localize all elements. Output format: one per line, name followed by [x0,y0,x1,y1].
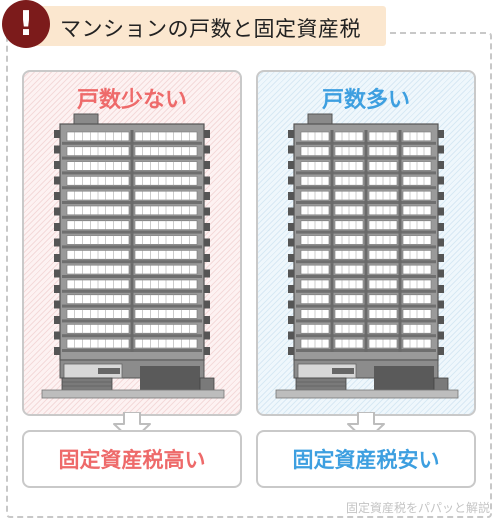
building-few-units-illustration [41,113,225,399]
few-units-panel: 戸数少ない [22,70,242,416]
many-units-heading: 戸数多い [321,88,410,113]
title-bar: ! マンションの戸数と固定資産税 [0,0,390,50]
footer-credit: 固定資産税をパパッと解説 [345,501,490,515]
result-tax-high: 固定資産税高い [22,430,242,488]
title-background [30,6,386,46]
result-tax-low: 固定資産税安い [256,430,476,488]
exclamation-icon: ! [2,0,50,48]
few-units-heading: 戸数少ない [76,88,187,113]
many-units-panel: 戸数多い [256,70,476,416]
diagram-title: マンションの戸数と固定資産税 [60,17,361,41]
building-many-units-illustration [275,113,459,399]
